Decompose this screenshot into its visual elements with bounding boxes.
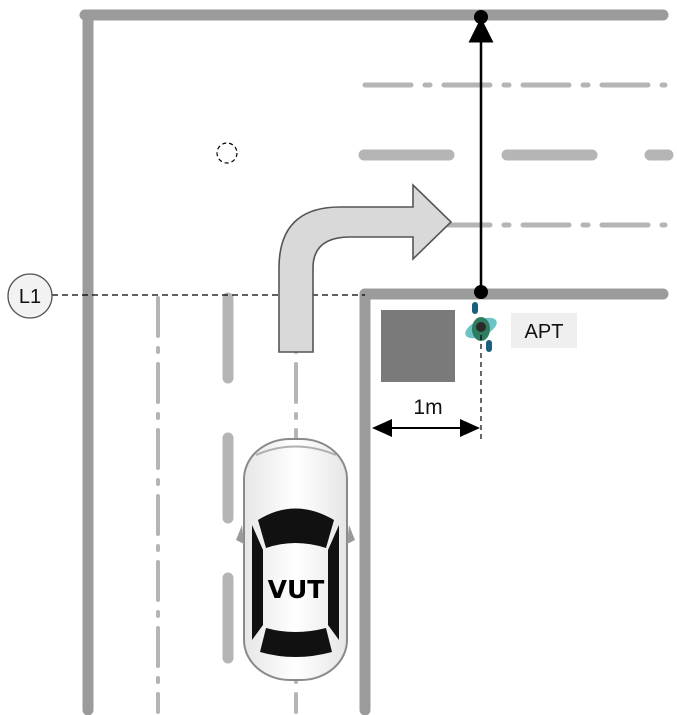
l1-label-circle	[7, 273, 53, 319]
obstruction-block	[381, 310, 455, 382]
dimension-arrow-right	[460, 419, 480, 437]
distance-label: 1m	[413, 396, 442, 419]
road-edges	[79, 9, 669, 715]
dimension-arrow-left	[372, 419, 392, 437]
apt-label: APT	[525, 321, 564, 343]
vehicle-icon	[236, 438, 355, 681]
pedestrian-icon	[465, 302, 497, 352]
cross-road-markings	[358, 82, 674, 228]
marker-circle	[216, 142, 238, 164]
apt-label-background	[511, 313, 577, 348]
right-turn-arrow	[278, 183, 453, 353]
l1-label: L1	[19, 286, 41, 308]
path-end-point	[474, 10, 488, 24]
path-start-point	[474, 285, 488, 299]
vut-label: VUT	[268, 575, 325, 604]
